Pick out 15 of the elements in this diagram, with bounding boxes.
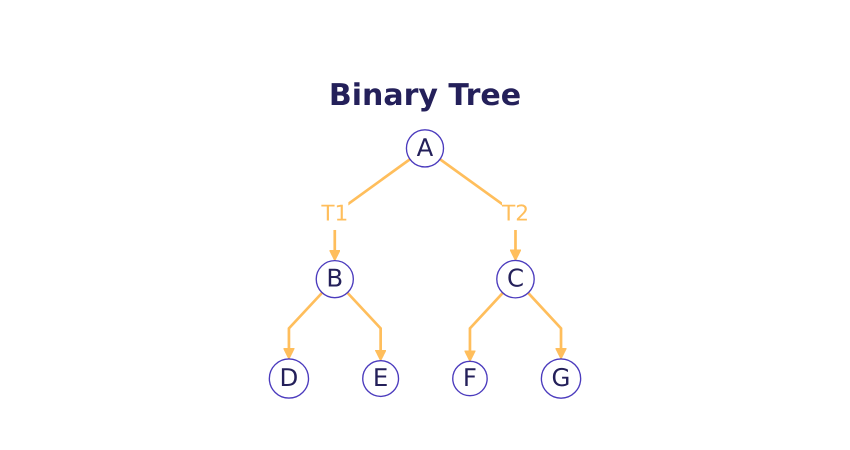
arrow <box>464 292 504 362</box>
arrow <box>282 292 324 360</box>
edge-label: T1 <box>321 200 348 226</box>
node-circle <box>406 129 444 168</box>
edge-label: T2 <box>502 200 530 226</box>
node-circle <box>362 360 400 398</box>
node-circle <box>452 360 488 396</box>
tree-diagram: T1 T2 A B C D E F G <box>125 119 725 409</box>
arrow <box>346 292 387 362</box>
node-circle <box>496 260 535 299</box>
node-circle <box>268 358 310 399</box>
arrow <box>527 292 567 360</box>
node-circle <box>540 358 582 399</box>
diagram-title: Binary Tree <box>328 78 522 113</box>
node-circle <box>316 260 354 298</box>
